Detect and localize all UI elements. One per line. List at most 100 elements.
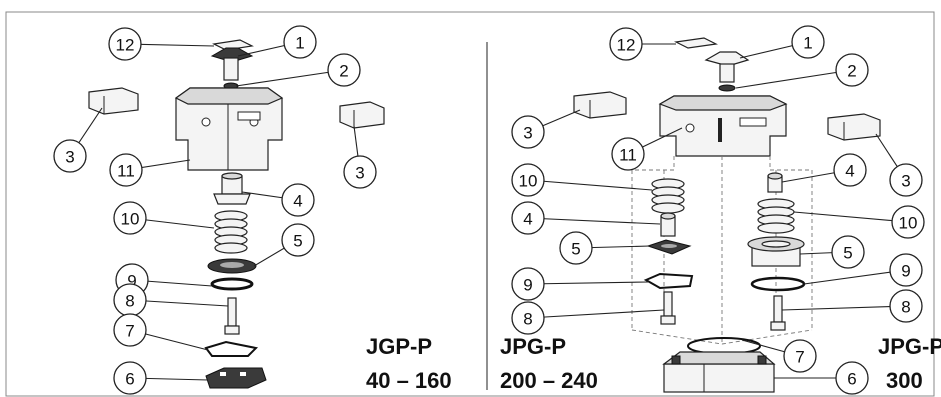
callout-number: 2 xyxy=(847,62,856,81)
callout-number: 3 xyxy=(65,148,74,167)
left-leader-line xyxy=(235,69,345,87)
callout-number: 5 xyxy=(293,232,302,251)
left-part-8-screw xyxy=(224,297,240,335)
left-callout-12: 12 xyxy=(108,27,142,61)
left-part-4-piston xyxy=(213,172,251,205)
right-part-5-plate-a xyxy=(646,239,692,255)
right-callout-4: 4 xyxy=(511,201,545,235)
right-part-8-screw-a xyxy=(660,291,676,325)
right-callout-10: 10 xyxy=(511,163,545,197)
left-callout-7: 7 xyxy=(113,313,147,347)
callout-number: 9 xyxy=(901,262,910,281)
callout-number: 11 xyxy=(619,146,637,165)
callout-number: 11 xyxy=(117,162,135,181)
right-leader-line xyxy=(527,281,649,285)
callout-number: 10 xyxy=(899,214,918,233)
right-part-12-cover xyxy=(674,37,718,49)
right-callout-9: 9 xyxy=(511,267,545,301)
left-part-10-spring xyxy=(214,210,248,254)
callout-number: 10 xyxy=(519,172,538,191)
callout-number: 9 xyxy=(127,272,136,291)
right-leader-line xyxy=(735,69,853,89)
right-part-9-seal-a xyxy=(643,272,694,290)
left-callout-1: 1 xyxy=(283,25,317,59)
right-part-2-oring xyxy=(718,84,736,92)
right-callout-1: 1 xyxy=(791,25,825,59)
right-callout-2: 2 xyxy=(835,53,869,87)
frame-border xyxy=(5,11,935,397)
right-leader-line xyxy=(803,269,907,285)
label-model-jpg-300: JPG-P xyxy=(878,334,941,359)
right-part-6-base xyxy=(662,351,776,393)
callout-number: 4 xyxy=(293,192,302,211)
callout-number: 7 xyxy=(125,322,134,341)
callout-number: 8 xyxy=(125,292,134,311)
right-part-4-piston-a xyxy=(660,212,676,237)
left-callout-10: 10 xyxy=(113,201,147,235)
right-part-8-screw-b xyxy=(770,295,786,331)
callout-number: 7 xyxy=(795,348,804,367)
left-part-1-adapter xyxy=(210,47,254,81)
right-part-5-plate-b xyxy=(747,236,805,267)
right-leader-line xyxy=(781,305,907,311)
right-part-9-seal-b xyxy=(750,276,806,292)
right-leader-line xyxy=(527,179,653,191)
left-part-3-jaw-left xyxy=(88,87,139,115)
callout-number: 6 xyxy=(847,370,856,389)
callout-number: 12 xyxy=(116,36,135,55)
label-model-jgp: JGP-P xyxy=(366,334,432,359)
callout-number: 3 xyxy=(901,172,910,191)
right-callout-8: 8 xyxy=(889,289,923,323)
label-model-jpg-200: JPG-P xyxy=(500,334,566,359)
callout-number: 1 xyxy=(803,34,812,53)
right-part-1-adapter xyxy=(704,51,750,83)
left-callout-11: 11 xyxy=(109,153,143,187)
callout-number: 6 xyxy=(125,370,134,389)
left-part-7-gasket xyxy=(204,340,259,357)
left-part-5-spring-plate xyxy=(207,258,257,274)
right-part-3-jaw-left xyxy=(573,91,627,119)
right-callout-3: 3 xyxy=(889,163,923,197)
label-range-300: 300 xyxy=(886,368,923,393)
left-part-6-base xyxy=(205,367,267,389)
right-callout-9: 9 xyxy=(889,253,923,287)
callout-number: 8 xyxy=(901,298,910,317)
left-callout-3: 3 xyxy=(343,155,377,189)
right-leader-line xyxy=(793,211,909,223)
right-leader-line xyxy=(527,309,665,319)
right-callout-12: 12 xyxy=(609,27,643,61)
right-part-10-spring-b xyxy=(757,198,795,234)
callout-number: 4 xyxy=(523,210,532,229)
callout-number: 8 xyxy=(523,310,532,329)
left-callout-5: 5 xyxy=(281,223,315,257)
label-range-200-240: 200 – 240 xyxy=(500,368,598,393)
left-part-11-housing xyxy=(174,87,284,171)
callout-number: 3 xyxy=(355,164,364,183)
left-callout-3: 3 xyxy=(53,139,87,173)
callout-number: 5 xyxy=(571,240,580,259)
right-leader-line xyxy=(527,217,661,225)
right-part-11-housing xyxy=(658,95,788,157)
callout-number: 5 xyxy=(843,244,852,263)
right-part-3-jaw-right xyxy=(827,113,881,141)
left-callout-8: 8 xyxy=(113,283,147,317)
right-callout-3: 3 xyxy=(511,115,545,149)
callout-number: 10 xyxy=(121,210,140,229)
left-callout-2: 2 xyxy=(327,53,361,87)
callout-number: 9 xyxy=(523,276,532,295)
left-callout-6: 6 xyxy=(113,361,147,395)
label-range-40-160: 40 – 160 xyxy=(366,368,452,393)
right-callout-6: 6 xyxy=(835,361,869,395)
callout-number: 1 xyxy=(295,34,304,53)
left-part-9-seal xyxy=(210,277,254,291)
callout-number: 4 xyxy=(845,162,854,181)
right-callout-5: 5 xyxy=(559,231,593,265)
callout-number: 2 xyxy=(339,62,348,81)
right-callout-7: 7 xyxy=(783,339,817,373)
right-callout-11: 11 xyxy=(611,137,645,171)
left-part-12-cover xyxy=(212,39,254,51)
callout-number: 3 xyxy=(523,124,532,143)
right-callout-5: 5 xyxy=(831,235,865,269)
